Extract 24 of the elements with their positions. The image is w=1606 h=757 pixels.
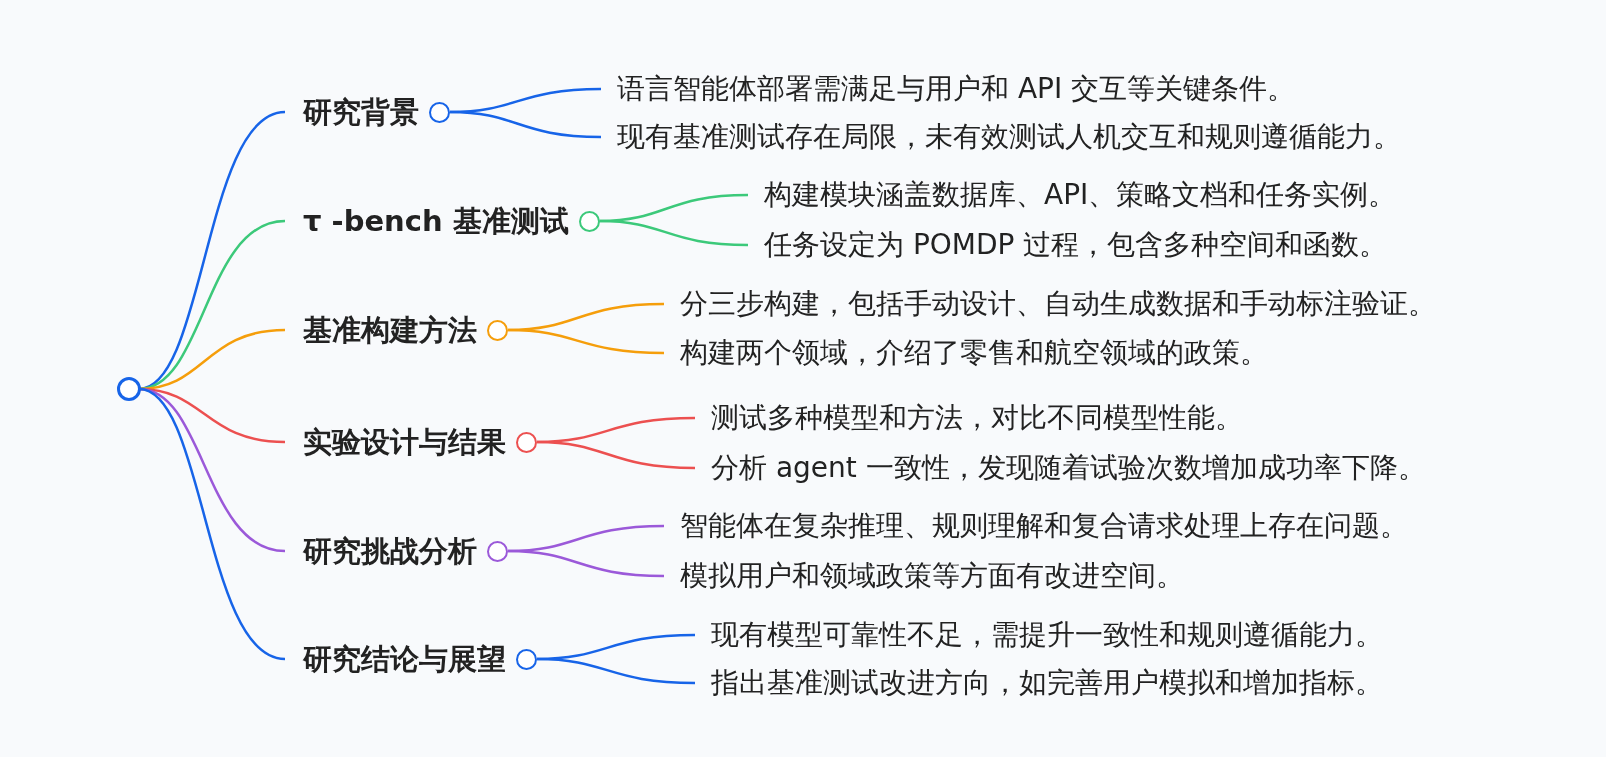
branch-line [536, 657, 696, 685]
subtopic-text: 构建模块涵盖数据库、API、策略文档和任务实例。 [764, 177, 1397, 213]
topic-label: 研究挑战分析 [303, 533, 477, 570]
topic-label: 实验设计与结果 [303, 424, 506, 461]
subtopic-text: 分析 agent 一致性，发现随着试验次数增加成功率下降。 [711, 450, 1426, 486]
subtopic-text: 分三步构建，包括手动设计、自动生成数据和手动标注验证。 [680, 286, 1436, 322]
branch-line [507, 328, 665, 355]
subtopic-text: 语言智能体部署需满足与用户和 API 交互等关键条件。 [617, 71, 1296, 107]
subtopic-text: 智能体在复杂推理、规则理解和复合请求处理上存在问题。 [680, 508, 1408, 544]
subtopic-text: 构建两个领域，介绍了零售和航空领域的政策。 [680, 335, 1268, 371]
topic-label: 研究结论与展望 [303, 641, 506, 678]
subtopic-text: 指出基准测试改进方向，如完善用户模拟和增加指标。 [711, 665, 1383, 701]
subtopic-text: 任务设定为 POMDP 过程，包含多种空间和函数。 [764, 227, 1388, 263]
subtopic-text: 测试多种模型和方法，对比不同模型性能。 [711, 400, 1243, 436]
topic-label: τ -bench 基准测试 [303, 203, 569, 240]
subtopic-text: 现有基准测试存在局限，未有效测试人机交互和规则遵循能力。 [617, 119, 1401, 155]
branch-line [449, 110, 602, 139]
branch-line [536, 440, 696, 470]
subtopic-text: 模拟用户和领域政策等方面有改进空间。 [680, 558, 1184, 594]
branch-line [599, 219, 749, 247]
branch-line [507, 549, 665, 578]
topic-label: 研究背景 [303, 94, 419, 131]
subtopic-text: 现有模型可靠性不足，需提升一致性和规则遵循能力。 [711, 617, 1383, 653]
topic-label: 基准构建方法 [303, 312, 477, 349]
